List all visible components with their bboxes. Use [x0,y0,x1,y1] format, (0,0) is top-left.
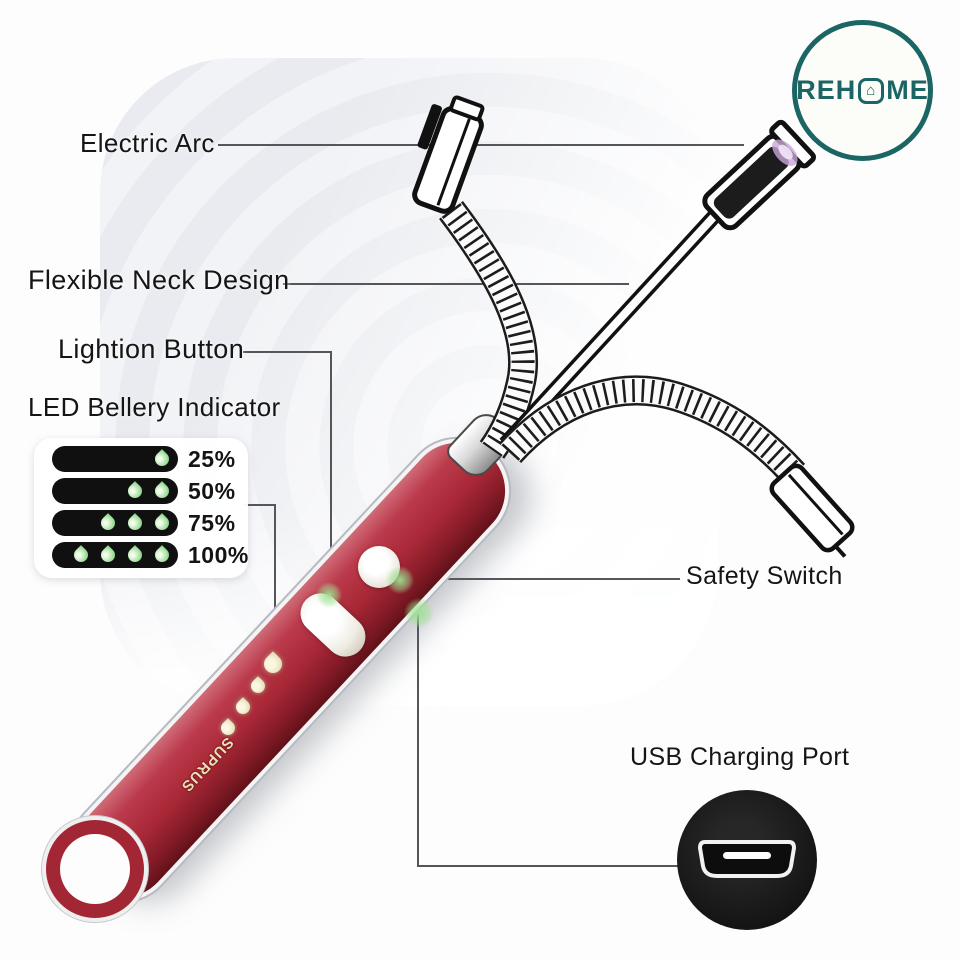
usb-port-icon [677,790,817,930]
battery-percent: 25% [188,445,236,472]
battery-row-75: 75% [52,510,249,536]
callout-line-flexible-neck [283,283,629,285]
battery-led-drop [152,481,172,501]
label-flexible-neck: Flexible Neck Design [28,265,290,295]
battery-led-drop [152,513,172,533]
house-icon: ⌂ [858,77,885,104]
callout-line-led-v [274,504,276,656]
battery-led-drop [98,513,118,533]
label-led-indicator: LED Bellery Indicator [28,392,281,422]
battery-percent: 100% [188,541,249,568]
callout-line-usb-h [417,865,679,867]
battery-led-drop [152,545,172,565]
callout-line-lightion-h [243,351,332,353]
flexible-neck-coil-right [498,375,806,485]
battery-led-drop [125,545,145,565]
callout-line-safety [448,578,680,580]
battery-bar [52,446,178,472]
callout-line-electric-arc [218,144,744,146]
battery-led-drop [125,481,145,501]
label-electric-arc: Electric Arc [80,128,215,158]
callout-line-led-h [244,504,276,506]
ignition-button-glow [316,582,342,608]
battery-bar [52,542,178,568]
battery-row-100: 100% [52,542,249,568]
safety-switch-glow [386,566,414,594]
flexible-neck-coil-left [439,200,539,459]
callout-line-usb-v [417,614,419,867]
label-safety-switch: Safety Switch [686,562,843,590]
hanging-loop [60,834,130,904]
usb-port-glow [404,598,434,628]
battery-led-drop [125,513,145,533]
battery-legend: 25% 50% 75% 100% [52,446,249,568]
micro-usb-glyph [697,840,797,878]
battery-led-drop [152,449,172,469]
electrode-head-lower-right [769,463,855,558]
electrode-head-top-left [412,95,485,214]
battery-percent: 75% [188,509,236,536]
logo-text-post: ME [886,75,929,105]
rehome-logo-text: REH ⌂ ME [796,75,929,106]
callout-line-lightion-v [330,351,332,607]
rehome-logo: REH ⌂ ME [792,20,933,161]
electrode-head-top-right [702,119,816,231]
battery-row-25: 25% [52,446,249,472]
battery-led-drop [98,545,118,565]
label-usb-port: USB Charging Port [630,743,850,771]
battery-percent: 50% [188,477,236,504]
label-lightion-button: Lightion Button [58,334,245,364]
battery-bar [52,478,178,504]
battery-row-50: 50% [52,478,249,504]
battery-led-drop [71,545,91,565]
straight-neck-rod [499,204,726,450]
battery-bar [52,510,178,536]
logo-text-pre: REH [796,75,857,105]
